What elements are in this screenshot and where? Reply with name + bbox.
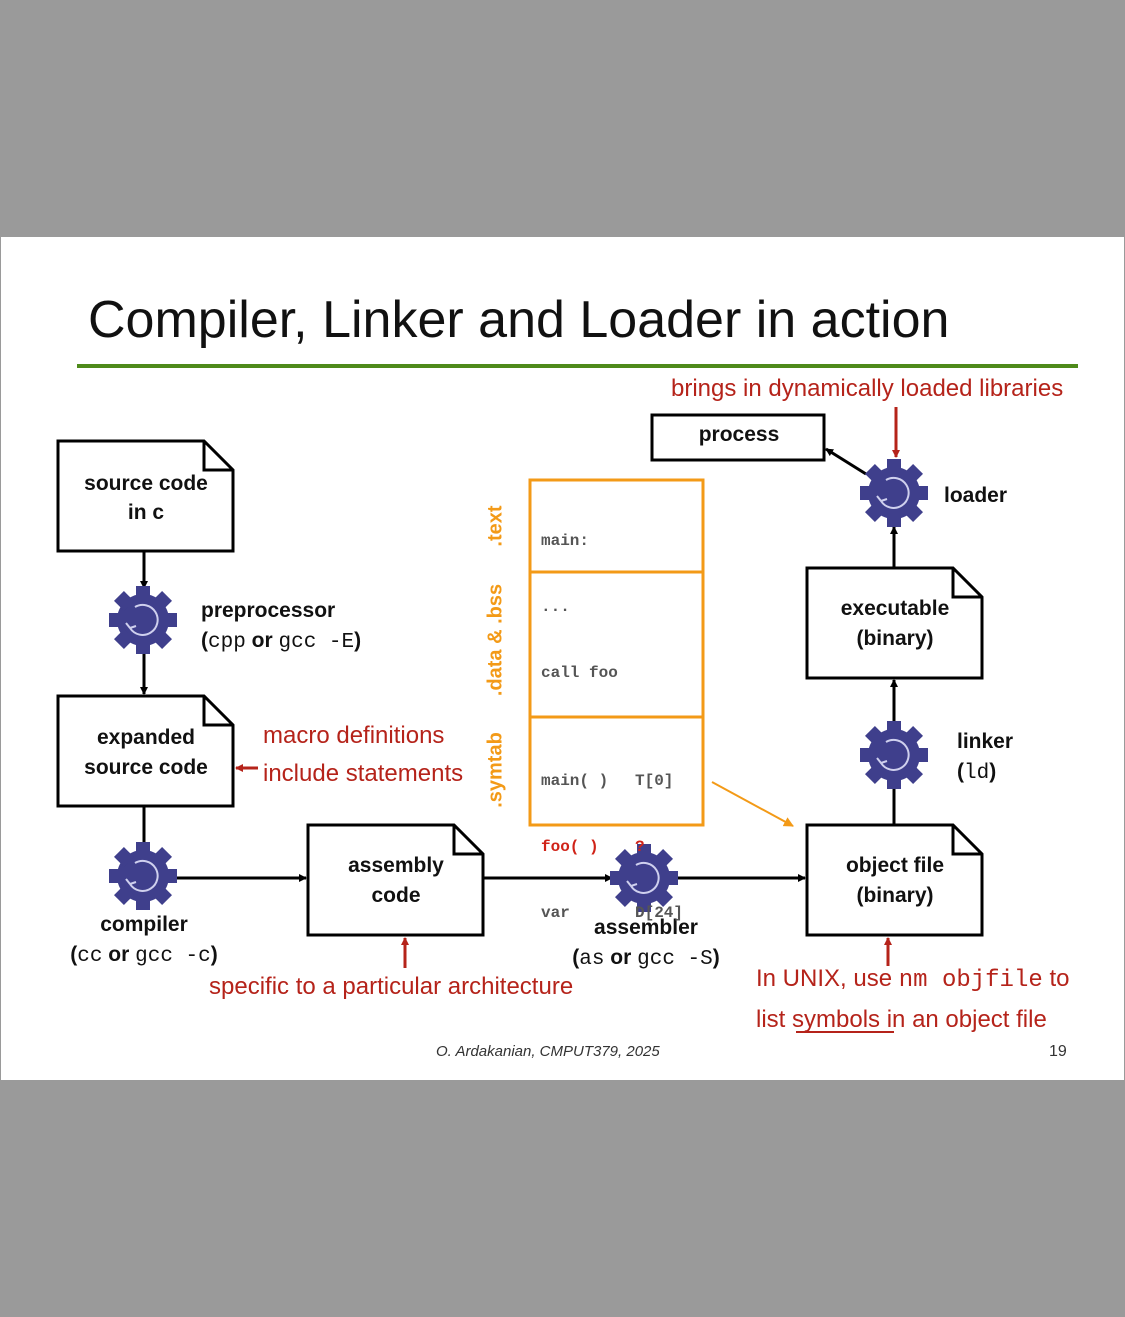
linker-label: linker (ld) <box>957 730 1014 785</box>
footer-credit: O. Ardakanian, CMPUT379, 2025 <box>436 1043 660 1060</box>
process-label: process <box>698 423 780 446</box>
linker-gear-icon <box>859 720 929 790</box>
process-box <box>650 413 826 462</box>
text-section-code: main: ... call foo <box>541 532 618 682</box>
assembly-code-doc <box>306 823 485 937</box>
object-file-doc <box>805 823 984 937</box>
text-section-box <box>528 478 705 574</box>
include-annotation: include statements <box>263 760 464 787</box>
compiler-gear-icon <box>108 841 178 911</box>
slide-title: Compiler, Linker and Loader in action <box>88 291 950 349</box>
object-file-label: object file(binary) <box>845 854 945 907</box>
symtab-section-label: .symtab <box>484 732 507 808</box>
preprocessor-label: preprocessor (cpp or gcc -E) <box>201 599 362 654</box>
nm-annotation-line2: list symbols in an object file <box>756 1006 1047 1033</box>
title-rule <box>77 364 1078 368</box>
bottom-band <box>0 1080 1125 1317</box>
compiler-label: compiler (cc or gcc -c) <box>70 913 218 968</box>
macro-annotation: macro definitions <box>263 722 445 749</box>
preprocessor-gear-icon <box>108 585 178 655</box>
nm-annotation-line1: In UNIX, use nm objfile to <box>756 965 1070 994</box>
executable-doc <box>805 566 984 680</box>
data-section-label: .data & .bss <box>484 583 507 697</box>
data-section-box <box>528 570 705 719</box>
assembler-label: assembler (as or gcc -S) <box>572 916 720 971</box>
source-code-doc <box>56 439 235 553</box>
text-section-label: .text <box>484 505 507 547</box>
page-number: 19 <box>1049 1043 1067 1060</box>
loader-label: loader <box>944 484 1008 507</box>
libraries-annotation: brings in dynamically loaded libraries <box>671 375 1064 402</box>
loader-gear-icon <box>859 458 929 528</box>
symtab-row: main( )T[0] <box>541 772 674 790</box>
symtab-section-box <box>528 715 705 827</box>
top-band <box>0 0 1125 237</box>
expanded-source-doc <box>56 694 235 808</box>
symtab-row: foo( )? <box>541 838 645 856</box>
architecture-annotation: specific to a particular architecture <box>209 973 574 1000</box>
executable-label: executable(binary) <box>840 597 950 650</box>
